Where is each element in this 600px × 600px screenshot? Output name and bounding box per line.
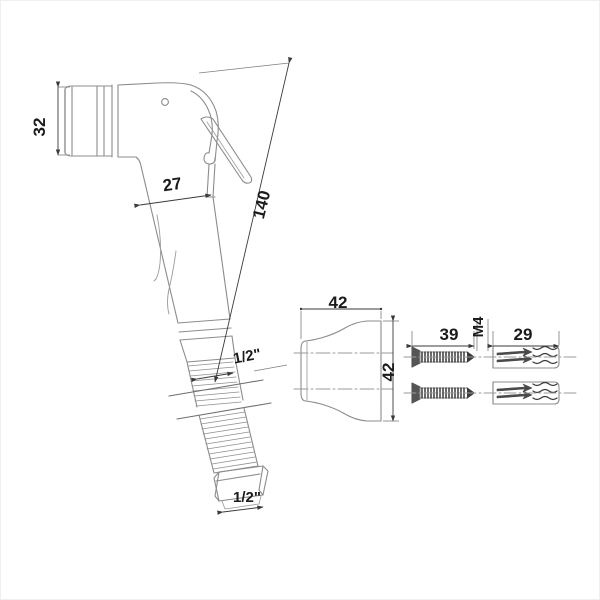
- dim-label-handle-width: 27: [162, 174, 183, 195]
- dim-bracket-width: [299, 307, 383, 339]
- dim-label-bracket-height: 42: [379, 363, 398, 382]
- spray-head: [64, 82, 192, 158]
- dim-hose-thread-upper: [191, 371, 234, 383]
- bracket-centerlines: [293, 352, 394, 390]
- dim-label-screw-thread: M4: [470, 316, 487, 337]
- dim-hose-thread-lower: [217, 505, 264, 515]
- hardware-centerlines: [403, 356, 578, 394]
- dim-head-height: [55, 81, 70, 156]
- dim-label-anchor-length: 29: [514, 325, 533, 344]
- bracket-profile: [300, 320, 382, 422]
- dim-label-hose-thread-lower: 1/2": [233, 489, 261, 506]
- dimension-labels: 32 27 140 1/2" 1/2" 42 42 39 M4 29: [30, 118, 532, 506]
- hose-nut: [213, 465, 269, 510]
- flexible-hose: [168, 357, 272, 482]
- dim-anchor-length: [487, 331, 560, 349]
- handle-body: [135, 156, 233, 341]
- dim-label-overall-length: 140: [249, 189, 274, 221]
- dimension-lines: [55, 56, 560, 515]
- dim-label-screw-length: 39: [440, 325, 459, 344]
- spray-head-elbow: [190, 84, 219, 198]
- screw-upper: [411, 346, 475, 368]
- dim-label-head-height: 32: [30, 118, 49, 137]
- dim-bracket-height: [383, 315, 399, 422]
- dim-handle-width: [134, 193, 212, 208]
- dim-label-bracket-width: 42: [329, 293, 348, 312]
- dim-label-hose-thread-upper: 1/2": [232, 346, 263, 368]
- dim-overall-length: [198, 56, 293, 383]
- dim-screw-length: [406, 331, 475, 349]
